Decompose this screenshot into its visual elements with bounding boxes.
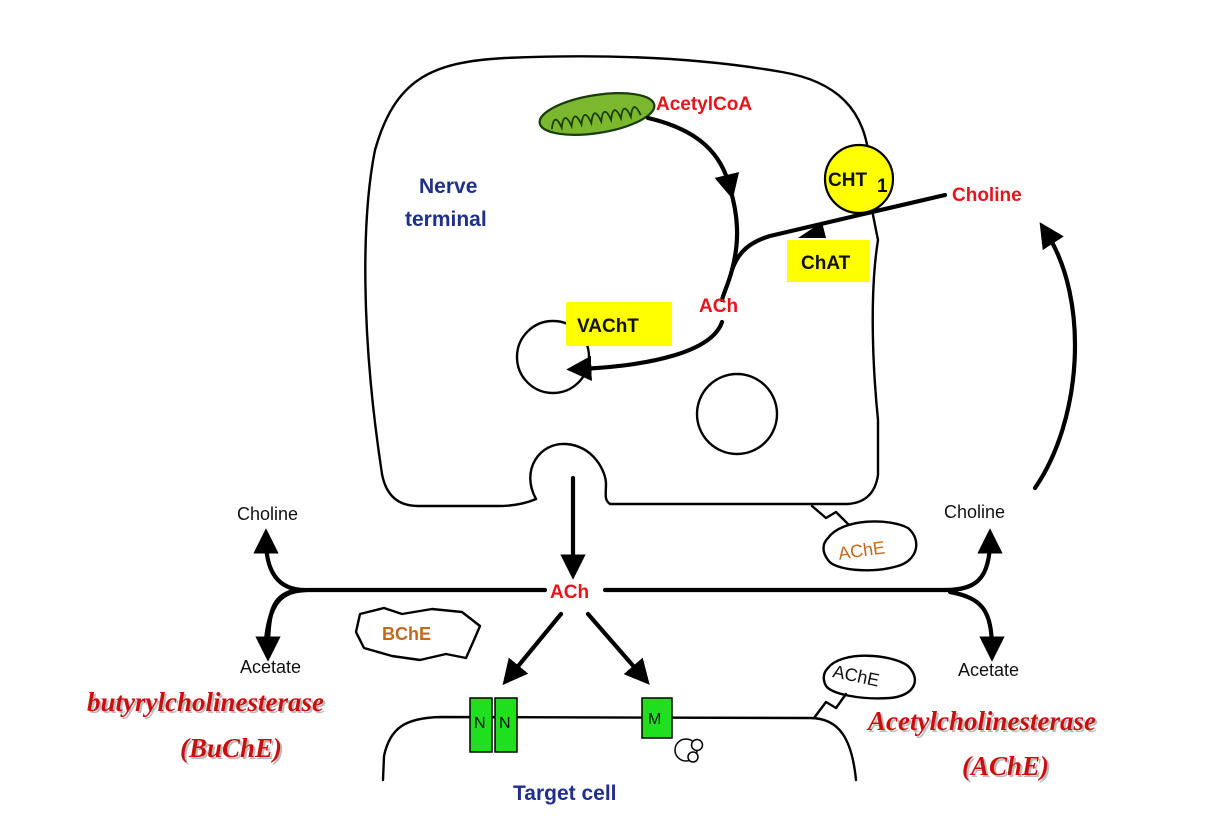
cht-label: CHT xyxy=(828,170,867,191)
choline-left-label: Choline xyxy=(237,504,298,524)
choline-uptake-line xyxy=(729,192,948,273)
chat-label: ChAT xyxy=(801,253,851,274)
ache-target-anchor xyxy=(812,692,848,720)
g-protein xyxy=(674,738,704,763)
caption-acetylcholinesterase: Acetylcholinesterase xyxy=(866,706,1096,736)
to-acetate-left xyxy=(255,589,293,662)
vacht-label: VAChT xyxy=(577,316,639,337)
acetylcoa-arrow xyxy=(645,115,740,200)
choline-uptake-label: Choline xyxy=(952,185,1022,206)
bche-label: BChE xyxy=(382,624,431,644)
storage-vesicle xyxy=(695,372,779,456)
nerve-terminal-membrane xyxy=(364,55,880,508)
choline-right-label: Choline xyxy=(944,502,1005,522)
release-vesicle xyxy=(529,442,612,506)
ache-target-label: AChE xyxy=(831,661,881,690)
caption-ache: (AChE) xyxy=(962,751,1049,781)
ache-terminal-label: AChE xyxy=(837,537,886,563)
acetate-left-label: Acetate xyxy=(240,657,301,677)
ach-to-muscarinic-arrow xyxy=(585,611,650,685)
cht-subscript: 1 xyxy=(877,176,888,197)
target-cell-label: Target cell xyxy=(513,782,616,805)
acetate-right-label: Acetate xyxy=(958,660,1019,680)
receptor-m-label: M xyxy=(648,711,661,728)
vacht-arrow xyxy=(566,319,725,382)
ach-cleft-label: ACh xyxy=(550,582,589,603)
ach-to-nicotinic-arrow xyxy=(502,611,564,686)
target-cell-membrane xyxy=(381,715,858,782)
nicotinic-receptor-2 xyxy=(494,697,518,753)
cht1-transporter: CHT 1 xyxy=(823,143,895,215)
synthesis-path xyxy=(719,185,740,303)
ache-target-blob xyxy=(822,654,916,700)
vacht-box xyxy=(566,302,672,346)
acetylcoa-label: AcetylCoA xyxy=(656,94,752,115)
caption-buche: (BuChE) xyxy=(180,733,282,763)
nicotinic-receptor-1 xyxy=(469,697,493,753)
to-choline-right xyxy=(942,528,1003,593)
muscarinic-receptor xyxy=(641,697,673,739)
to-acetate-right xyxy=(947,589,1005,662)
nerve-terminal-label-line1: Nerve xyxy=(419,175,477,198)
ache-terminal-anchor xyxy=(810,504,850,526)
chat-box xyxy=(787,240,869,282)
ach-intracellular-label: ACh xyxy=(699,296,738,317)
bche-blob xyxy=(354,606,482,662)
receptor-n1-label: N xyxy=(474,715,486,732)
nerve-terminal-label-line2: terminal xyxy=(405,208,487,231)
choline-recycle-arrow xyxy=(1032,222,1078,491)
receptor-n2-label: N xyxy=(499,715,511,732)
caption-butyrylcholinesterase: butyrylcholinesterase xyxy=(87,687,324,717)
ache-terminal-blob xyxy=(822,520,918,572)
chat-arrowhead xyxy=(798,222,826,238)
cleft-to-choline-left xyxy=(253,528,308,593)
mitochondrion xyxy=(538,92,656,136)
